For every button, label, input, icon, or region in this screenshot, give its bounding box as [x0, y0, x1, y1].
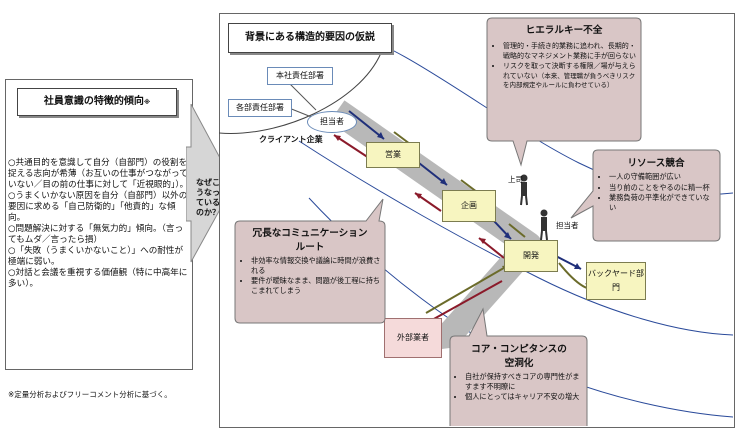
- why-arrow-text: なぜこうなっているのか？: [196, 178, 220, 217]
- list-item: リスクを取って決断する権限／場が与えられていない（本来、管理職が負うべきリスクを…: [503, 62, 637, 91]
- callout-communication: 冗長なコミュニケーションルート 非効率な情報交換や議論に時間が浪費される 要件が…: [239, 225, 381, 296]
- node-kaihatsu: 開発: [504, 240, 558, 272]
- callout-resource: リソース競合 一人の守備範囲が広い 当り前のことをやるのに精一杯 業務負荷の平準…: [597, 155, 715, 213]
- list-item: ○対話と会議を重視する価値観（特に中高年に多い）。: [8, 268, 188, 289]
- left-panel-title-text: 社員意識の特徴的傾向: [43, 96, 144, 107]
- callout-communication-title: 冗長なコミュニケーションルート: [252, 228, 368, 253]
- list-item: 業務負荷の平準化ができていない: [609, 193, 715, 212]
- list-item: 個人にとってはキャリア不安の増大: [465, 392, 585, 402]
- list-item: 当り前のことをやるのに精一杯: [609, 183, 715, 193]
- list-item: 自社が保持すべきコアの専門性がますます不明瞭に: [465, 372, 585, 391]
- callout-shapes: [234, 17, 721, 426]
- node-kikaku: 企画: [442, 190, 496, 222]
- bullet-text: リスクを取って決断する権限／場が与えられていない: [503, 62, 636, 80]
- node-tantousha-oval: 担当者: [307, 111, 357, 133]
- node-backyard: バックヤード部門: [586, 262, 646, 300]
- client-label: クライアント企業: [259, 135, 323, 144]
- left-panel-title: 社員意識の特徴的傾向※: [17, 88, 177, 116]
- diagram-title: 背景にある構造的要因の仮説: [228, 23, 392, 53]
- callout-core-title: コア・コンピタンスの空洞化: [471, 344, 567, 369]
- why-arrow: [186, 104, 235, 263]
- node-tantousha-label: 担当者: [320, 117, 344, 126]
- callout-resource-title: リソース競合: [627, 158, 685, 169]
- list-item: ○うまくいかない原因を自分（自部門）以外の要因に求める「自己防衛的」「他責的」な…: [8, 191, 188, 223]
- label-joshi: 上司: [508, 175, 523, 184]
- left-panel-items: ○共通目的を意識して自分（自部門）の役割を捉える志向が希薄（お互いの仕事がつなが…: [8, 158, 190, 290]
- list-item: 一人の守備範囲が広い: [609, 172, 715, 182]
- callout-core: コア・コンピタンスの空洞化 自社が保持すべきコアの専門性がますます不明瞭に 個人…: [453, 341, 585, 403]
- bullet-note: （本来、管理職が負うべきリスクを内部規定やルールに負わせている）: [503, 71, 636, 90]
- callout-hierarchy-title: ヒエラルキー不全: [525, 25, 603, 36]
- label-tantousha2: 担当者: [556, 221, 579, 230]
- node-eigyo: 営業: [366, 142, 420, 168]
- left-panel-title-suffix: ※: [143, 98, 151, 106]
- list-item: 要件が曖昧なまま、問題が後工程に持ちこまれてしまう: [251, 276, 381, 295]
- person-icon-tantousha: [540, 209, 548, 241]
- footnote: ※定量分析およびフリーコメント分析に基づく。: [8, 390, 172, 399]
- list-item: ○共通目的を意識して自分（自部門）の役割を捉える志向が希薄（お互いの仕事がつなが…: [8, 158, 189, 190]
- list-item: 非効率な情報交換や議論に時間が浪費される: [251, 256, 381, 275]
- node-kakubumon: 各部責任部署: [228, 99, 292, 117]
- list-item: ○「失敗（うまくいかないこと）」への耐性が極端に弱い。: [8, 246, 184, 267]
- node-honsha: 本社責任部署: [267, 67, 333, 85]
- list-item: ○問題解決に対する「無気力的」傾向。（言ってもムダ／言ったら損）: [8, 224, 184, 245]
- person-icon-joshi: [520, 174, 528, 206]
- node-gaibu: 外部業者: [384, 318, 442, 358]
- callout-hierarchy: ヒエラルキー不全 管理的・手続き的業務に追われ、長期的・戦略的なマネジメント業務…: [491, 22, 637, 92]
- list-item: 管理的・手続き的業務に追われ、長期的・戦略的なマネジメント業務に手が回らない: [503, 42, 637, 61]
- left-panel: [5, 79, 193, 370]
